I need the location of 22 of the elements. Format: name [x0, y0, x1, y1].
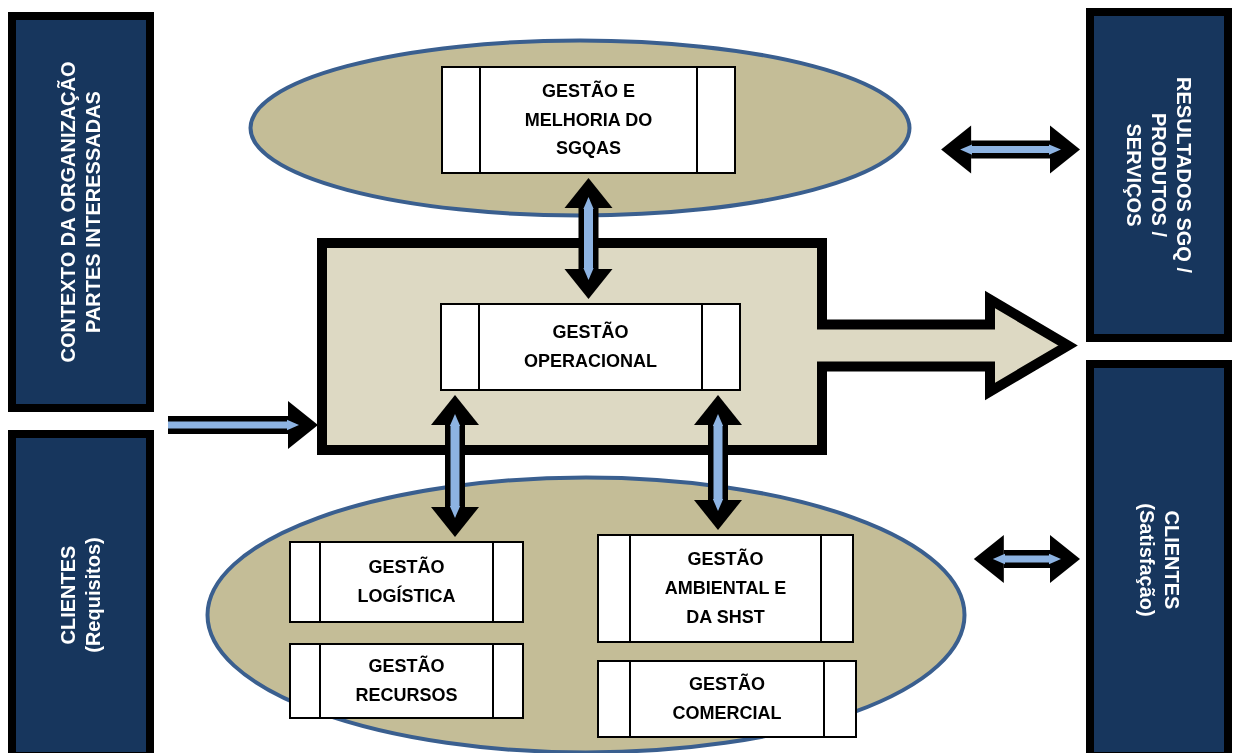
process-box [441, 66, 736, 174]
side-panel [8, 12, 154, 412]
ellipse-zone [248, 38, 912, 218]
box-label: GESTÃO AMBIENTAL E DA SHST [663, 547, 788, 629]
panel-label: CONTEXTO DA ORGANIZAÇÃO PARTES INTERESSADAS [56, 60, 105, 365]
process-box [597, 534, 854, 643]
panel-label: (Satisfação) [1135, 503, 1159, 617]
process-box [289, 541, 524, 623]
panel-label: (Requisitos) [81, 537, 105, 653]
box-label: GESTÃO E MELHORIA DO SGQAS [523, 79, 654, 161]
process-box [289, 643, 524, 719]
ellipse-zone [205, 475, 967, 753]
side-panel [1086, 360, 1232, 753]
panel-label: RESULTADOS SGQ / PRODUTOS / SERVIÇOS [1122, 76, 1197, 275]
box-label: GESTÃO COMERCIAL [671, 672, 783, 725]
panel-label: CLIENTES [56, 545, 80, 645]
process-box [597, 660, 857, 738]
panel-label: CLIENTES [1160, 510, 1184, 610]
side-panel [1086, 8, 1232, 342]
box-label: GESTÃO LOGÍSTICA [356, 555, 457, 608]
side-panel [8, 430, 154, 753]
box-label: GESTÃO RECURSOS [354, 654, 459, 707]
